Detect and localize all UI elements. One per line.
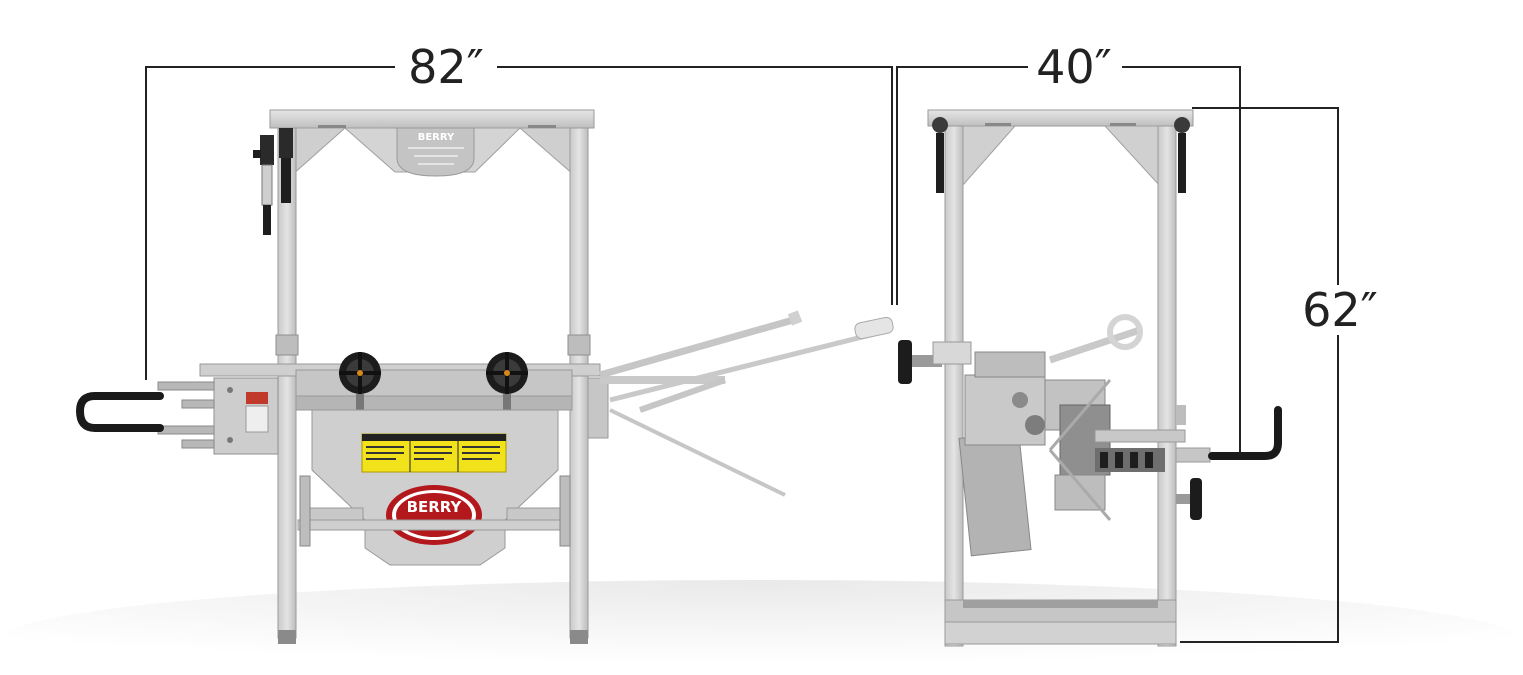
hood-brand-text: BERRY — [418, 132, 455, 143]
dimension-40: 40″ — [896, 40, 1241, 455]
hydraulic-hose-right — [1208, 406, 1282, 460]
floor-shadow — [0, 580, 1520, 675]
front-hood-logo — [396, 127, 475, 177]
side-top-beam — [927, 109, 1194, 127]
hydraulic-hose-left — [75, 392, 164, 432]
side-post-right — [1157, 125, 1177, 647]
side-ring-handle — [1107, 314, 1143, 350]
handwheel-left-icon — [339, 352, 381, 410]
brand-logo: BERRY PLUMBING AND EQUIPMENT CO. — [386, 485, 482, 545]
dimension-62: 62″ — [1180, 107, 1378, 643]
side-plate — [958, 431, 1032, 557]
front-view-machine: BERRY — [75, 109, 894, 644]
front-gusset-left — [291, 127, 347, 177]
brand-name: BERRY — [407, 498, 463, 516]
dimension-82: 82″ — [145, 40, 893, 380]
warning-labels — [361, 433, 507, 473]
side-post-left — [944, 125, 964, 647]
dimension-40-label: 40″ — [1036, 40, 1112, 94]
front-gusset-right — [518, 127, 575, 177]
dimension-62-label: 62″ — [1302, 283, 1378, 337]
air-regulator-side-icon — [932, 117, 1190, 193]
front-post-right — [569, 127, 589, 639]
side-view-machine — [898, 109, 1282, 647]
front-post-left — [277, 127, 297, 639]
dimension-82-label: 82″ — [408, 40, 484, 94]
side-knob-right-icon — [1176, 478, 1202, 520]
air-regulator-icon — [253, 128, 293, 235]
handwheel-right-icon — [486, 352, 528, 410]
